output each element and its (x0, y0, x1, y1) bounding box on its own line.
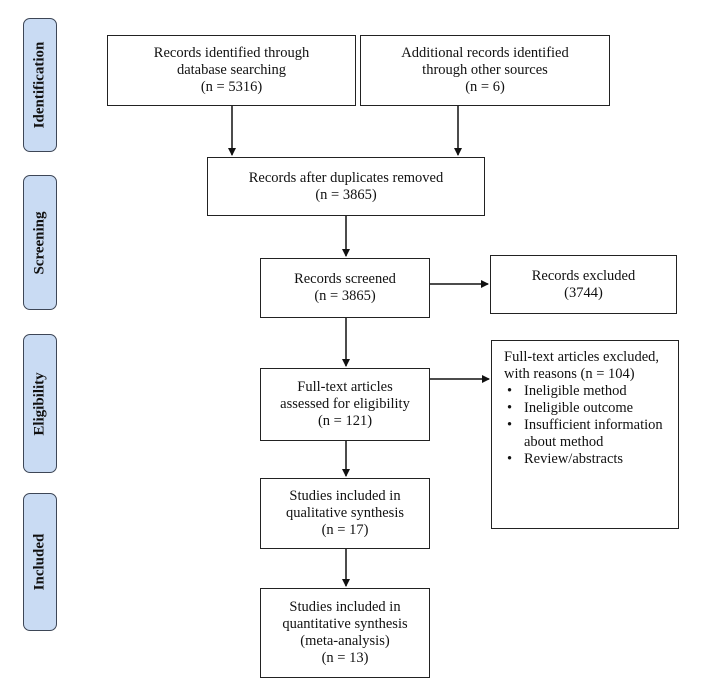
exclusion-reasons-list: Ineligible method Ineligible outcome Ins… (504, 383, 668, 468)
fulltext-assessed-box: Full-text articles assessed for eligibil… (260, 368, 430, 441)
database-search-count: (n = 5316) (200, 79, 263, 95)
after-duplicates-box: Records after duplicates removed (n = 38… (207, 157, 485, 216)
after-duplicates-line-1: Records after duplicates removed (248, 169, 444, 186)
records-screened-box: Records screened (n = 3865) (260, 258, 430, 318)
records-excluded-line-1: Records excluded (531, 267, 636, 284)
phase-included: Included (23, 493, 57, 631)
phase-identification: Identification (23, 18, 57, 152)
fulltext-excluded-line-1: Full-text articles excluded, (504, 349, 660, 365)
fulltext-assessed-line-2: assessed for eligibility (280, 396, 410, 412)
fulltext-assessed-count: (n = 121) (317, 413, 373, 429)
fulltext-assessed-line-1: Full-text articles (297, 379, 393, 395)
database-search-box: Records identified through database sear… (107, 35, 356, 106)
database-search-line-2: database searching (176, 62, 287, 78)
records-screened-line-1: Records screened (294, 271, 396, 287)
records-screened-count: (n = 3865) (314, 288, 376, 304)
after-duplicates-count: (n = 3865) (315, 186, 377, 203)
quantitative-line-2: quantitative synthesis (282, 616, 408, 632)
qualitative-line-1: Studies included in (289, 488, 401, 504)
phase-eligibility: Eligibility (23, 334, 57, 473)
fulltext-excluded-box: Full-text articles excluded, with reason… (491, 340, 679, 529)
qualitative-line-2: qualitative synthesis (286, 505, 404, 521)
database-search-line-1: Records identified through (153, 45, 310, 61)
other-sources-line-2: through other sources (422, 62, 548, 78)
quantitative-line-1: Studies included in (289, 599, 401, 615)
quantitative-line-3: (meta-analysis) (300, 633, 390, 649)
qualitative-synthesis-box: Studies included in qualitative synthesi… (260, 478, 430, 549)
exclusion-reason-item: Insufficient information about method (504, 417, 668, 451)
qualitative-count: (n = 17) (321, 522, 369, 538)
exclusion-reason-item: Ineligible method (504, 383, 668, 400)
records-excluded-count: (3744) (564, 284, 603, 301)
quantitative-count: (n = 13) (321, 650, 369, 666)
other-sources-box: Additional records identified through ot… (360, 35, 610, 106)
phase-screening: Screening (23, 175, 57, 310)
other-sources-line-1: Additional records identified (401, 45, 569, 61)
exclusion-reason-item: Ineligible outcome (504, 400, 668, 417)
other-sources-count: (n = 6) (465, 79, 505, 95)
quantitative-synthesis-box: Studies included in quantitative synthes… (260, 588, 430, 678)
fulltext-excluded-line-2: with reasons (n = 104) (504, 366, 635, 382)
records-excluded-box: Records excluded (3744) (490, 255, 677, 314)
exclusion-reason-item: Review/abstracts (504, 451, 668, 468)
